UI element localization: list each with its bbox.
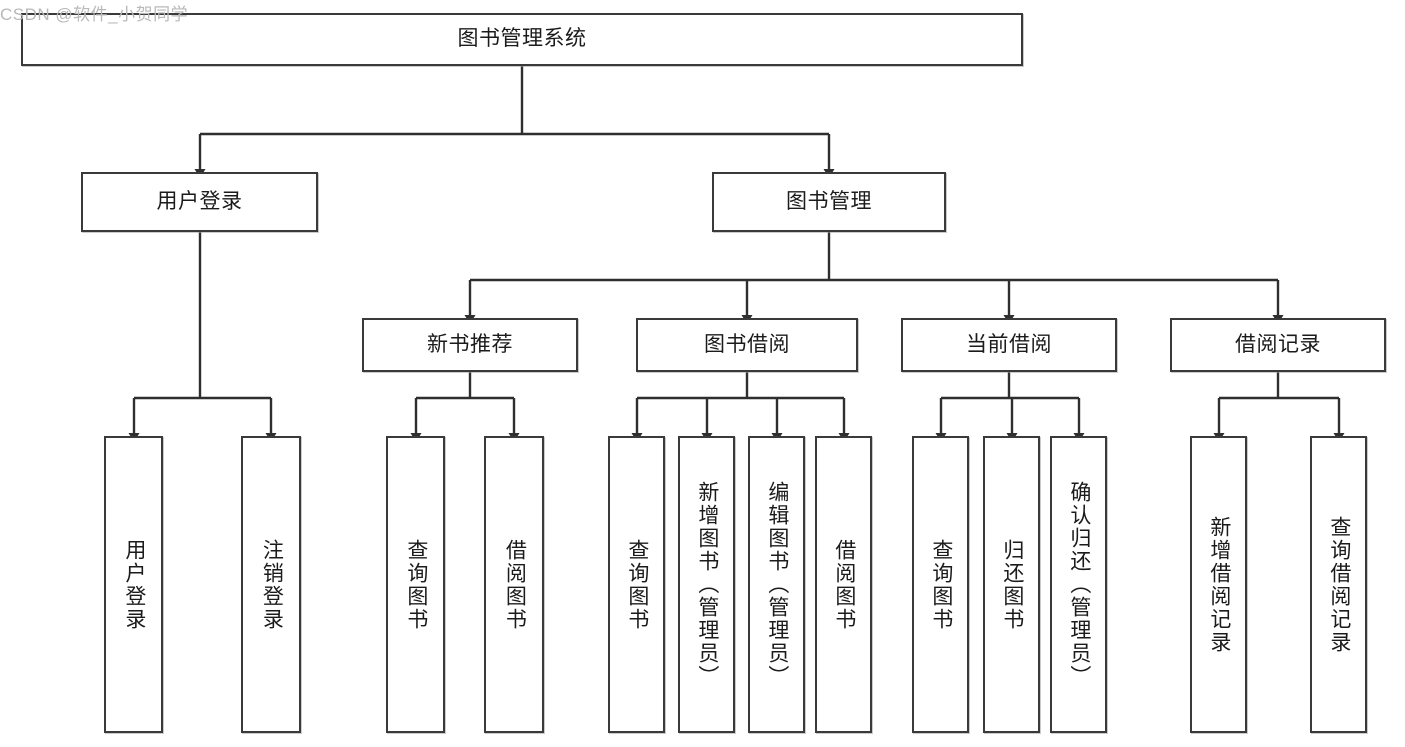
node-label: 新书推荐 bbox=[427, 332, 513, 356]
node-leaf-user-login[interactable]: 用户登录 bbox=[104, 436, 163, 733]
node-leaf-edit-book[interactable]: 编辑图书（管理员） bbox=[748, 436, 805, 733]
node-leaf-query-record[interactable]: 查询借阅记录 bbox=[1310, 436, 1367, 733]
node-leaf-query-book-2[interactable]: 查询图书 bbox=[608, 436, 665, 733]
node-label: 查询图书 bbox=[929, 538, 953, 631]
node-label: 借阅图书 bbox=[832, 538, 856, 631]
node-leaf-query-book-3[interactable]: 查询图书 bbox=[912, 436, 969, 733]
node-new-book-rec[interactable]: 新书推荐 bbox=[362, 318, 578, 372]
node-leaf-borrow-book-2[interactable]: 借阅图书 bbox=[815, 436, 872, 733]
node-leaf-query-book-1[interactable]: 查询图书 bbox=[386, 436, 445, 733]
edge-group bbox=[128, 66, 1345, 442]
watermark-text: CSDN @软件_小贺同学 bbox=[0, 5, 189, 24]
node-label: 当前借阅 bbox=[966, 332, 1052, 356]
node-label: 用户登录 bbox=[156, 189, 243, 213]
node-current-borrow[interactable]: 当前借阅 bbox=[901, 318, 1117, 372]
node-label: 查询借阅记录 bbox=[1327, 515, 1351, 654]
node-user-login[interactable]: 用户登录 bbox=[81, 172, 318, 232]
node-label: 图书管理系统 bbox=[457, 27, 587, 51]
node-label: 查询图书 bbox=[404, 538, 428, 631]
node-label: 用户登录 bbox=[122, 538, 146, 631]
node-label: 图书借阅 bbox=[704, 332, 790, 356]
node-leaf-borrow-book-1[interactable]: 借阅图书 bbox=[484, 436, 544, 733]
node-leaf-add-record[interactable]: 新增借阅记录 bbox=[1190, 436, 1247, 733]
node-borrow-record[interactable]: 借阅记录 bbox=[1170, 318, 1386, 372]
node-label: 借阅记录 bbox=[1235, 332, 1321, 356]
node-book-manage[interactable]: 图书管理 bbox=[712, 172, 946, 232]
node-leaf-add-book[interactable]: 新增图书（管理员） bbox=[678, 436, 735, 733]
node-label: 新增借阅记录 bbox=[1207, 515, 1231, 654]
node-label: 新增图书（管理员） bbox=[695, 481, 719, 688]
node-label: 编辑图书（管理员） bbox=[765, 481, 789, 688]
node-leaf-return-book[interactable]: 归还图书 bbox=[983, 436, 1040, 733]
node-leaf-logout[interactable]: 注销登录 bbox=[241, 436, 301, 733]
node-leaf-confirm-return[interactable]: 确认归还（管理员） bbox=[1050, 436, 1107, 733]
node-label: 归还图书 bbox=[1000, 538, 1024, 631]
node-label: 查询图书 bbox=[625, 538, 649, 631]
node-label: 注销登录 bbox=[260, 538, 284, 631]
node-label: 图书管理 bbox=[786, 189, 872, 213]
node-label: 借阅图书 bbox=[503, 538, 527, 631]
node-book-borrow[interactable]: 图书借阅 bbox=[636, 318, 858, 372]
node-label: 确认归还（管理员） bbox=[1067, 481, 1091, 688]
node-root[interactable]: 图书管理系统 bbox=[21, 13, 1023, 66]
